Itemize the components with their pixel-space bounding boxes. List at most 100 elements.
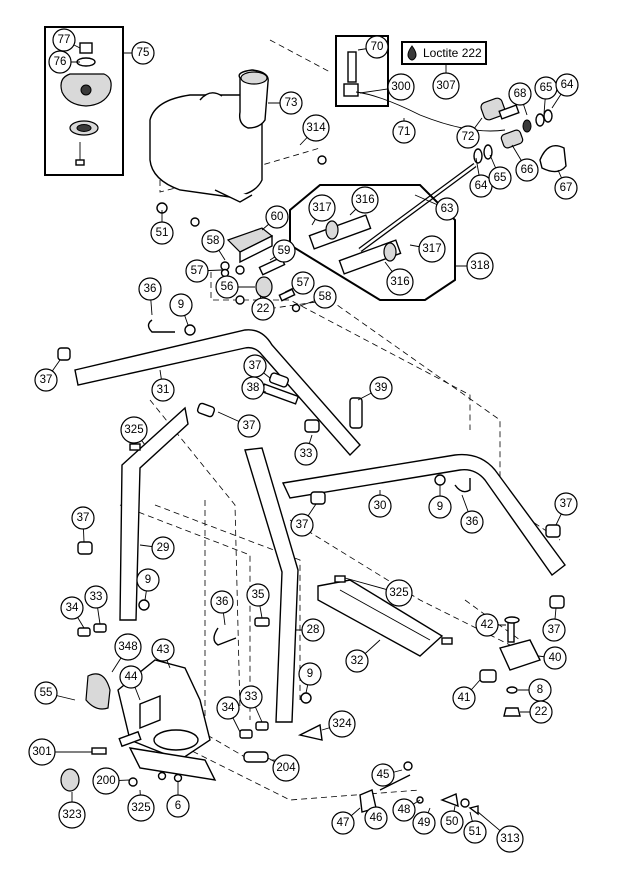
balloon-circle [166, 794, 190, 818]
part-balloon-6: 6 [166, 782, 190, 818]
part-balloon-56: 56 [215, 275, 255, 299]
part-number-label: 325 [389, 587, 408, 599]
part-balloon-300: 300 [359, 73, 415, 101]
part-number-label: 67 [560, 182, 573, 194]
part-balloon-37: 37 [34, 359, 61, 392]
part-number-label: 73 [285, 97, 298, 109]
part-number-label: 72 [462, 131, 475, 143]
part-balloon-45: 45 [371, 763, 403, 787]
part-balloon-32: 32 [345, 639, 381, 673]
part-balloon-36: 36 [460, 494, 484, 534]
part-balloon-64: 64 [469, 157, 493, 198]
fuel-filter-assembly [358, 97, 567, 253]
part-number-label: 38 [247, 382, 260, 394]
part-number-label: 35 [252, 589, 265, 601]
balloon-circle [272, 239, 296, 263]
part-balloon-48: 48 [392, 798, 421, 822]
balloon-circle [412, 811, 436, 835]
part-number-label: 32 [351, 655, 364, 667]
balloon-circle [210, 590, 234, 614]
part-balloon-28: 28 [296, 618, 325, 642]
part-number-label: 56 [221, 281, 234, 293]
balloon-circle [466, 252, 494, 280]
part-balloon-49: 49 [412, 807, 436, 835]
part-number-label: 37 [560, 498, 573, 510]
part-number-label: 6 [175, 800, 181, 812]
part-balloon-307: 307 [432, 64, 460, 100]
fuel-tank [149, 69, 269, 203]
balloon-circle [555, 73, 579, 97]
balloon-circle [185, 259, 209, 283]
balloon-circle [385, 579, 413, 607]
part-balloon-325: 325 [127, 789, 155, 822]
balloon-circle [131, 41, 155, 65]
part-balloon-47: 47 [331, 807, 361, 835]
part-balloon-59: 59 [269, 239, 296, 263]
balloon-circle [369, 376, 393, 400]
part-balloon-44: 44 [119, 665, 143, 701]
balloon-circle [150, 221, 174, 245]
part-balloon-200: 200 [92, 767, 131, 795]
balloon-circle [34, 368, 58, 392]
part-balloon-324: 324 [321, 710, 356, 738]
part-balloon-76: 76 [48, 50, 80, 74]
balloon-circle [542, 618, 566, 642]
part-balloon-39: 39 [357, 376, 393, 401]
balloon-circle [515, 158, 539, 182]
balloon-circle [294, 442, 318, 466]
loctite-label: Loctite 222 [423, 46, 482, 60]
part-number-label: 22 [257, 303, 270, 315]
part-balloon-325: 325 [344, 577, 413, 607]
balloon-circle [364, 806, 388, 830]
part-balloon-77: 77 [52, 28, 81, 52]
part-number-label: 41 [458, 692, 471, 704]
part-number-label: 37 [249, 360, 262, 372]
balloon-circle [58, 801, 86, 829]
part-number-label: 9 [145, 574, 151, 586]
part-balloon-317: 317 [409, 235, 446, 263]
part-number-label: 60 [271, 211, 284, 223]
balloon-circle [452, 686, 476, 710]
balloon-circle [302, 114, 330, 142]
part-number-label: 57 [297, 277, 310, 289]
part-number-label: 28 [307, 624, 320, 636]
part-balloon-34: 34 [216, 696, 241, 733]
balloon-circle [34, 681, 58, 705]
balloon-circle [386, 268, 414, 296]
part-balloon-22: 22 [520, 700, 553, 724]
part-number-label: 31 [157, 384, 170, 396]
part-number-label: 36 [466, 516, 479, 528]
fuel-valve-detail-box [335, 35, 506, 132]
upper-handle-31 [74, 329, 361, 457]
balloon-circle [246, 583, 270, 607]
balloon-circle [435, 197, 459, 221]
part-balloon-37: 37 [554, 492, 578, 526]
part-number-label: 45 [377, 769, 390, 781]
shift-lever-parts [220, 227, 301, 313]
lower-handle-29 [119, 406, 189, 621]
part-balloon-301: 301 [28, 738, 92, 766]
balloon-circle [331, 811, 355, 835]
balloon-circle [169, 293, 193, 317]
part-number-label: 39 [375, 382, 388, 394]
part-balloon-58: 58 [299, 285, 337, 309]
balloon-circle [368, 494, 392, 518]
part-number-label: 313 [500, 833, 519, 845]
part-number-label: 30 [374, 500, 387, 512]
balloon-circle [151, 638, 175, 662]
balloon-circle [496, 825, 524, 853]
part-number-label: 48 [398, 804, 411, 816]
part-number-label: 76 [54, 56, 67, 68]
part-number-label: 65 [494, 172, 507, 184]
part-balloon-22: 22 [251, 294, 275, 321]
balloon-circle [120, 416, 148, 444]
part-balloon-55: 55 [34, 681, 76, 705]
part-number-label: 75 [137, 47, 150, 59]
part-balloon-57: 57 [185, 259, 223, 283]
part-balloon-75: 75 [123, 41, 155, 65]
part-balloon-8: 8 [518, 678, 552, 702]
part-balloon-33: 33 [239, 685, 263, 723]
part-number-label: 68 [514, 88, 527, 100]
part-balloon-33: 33 [84, 585, 108, 625]
